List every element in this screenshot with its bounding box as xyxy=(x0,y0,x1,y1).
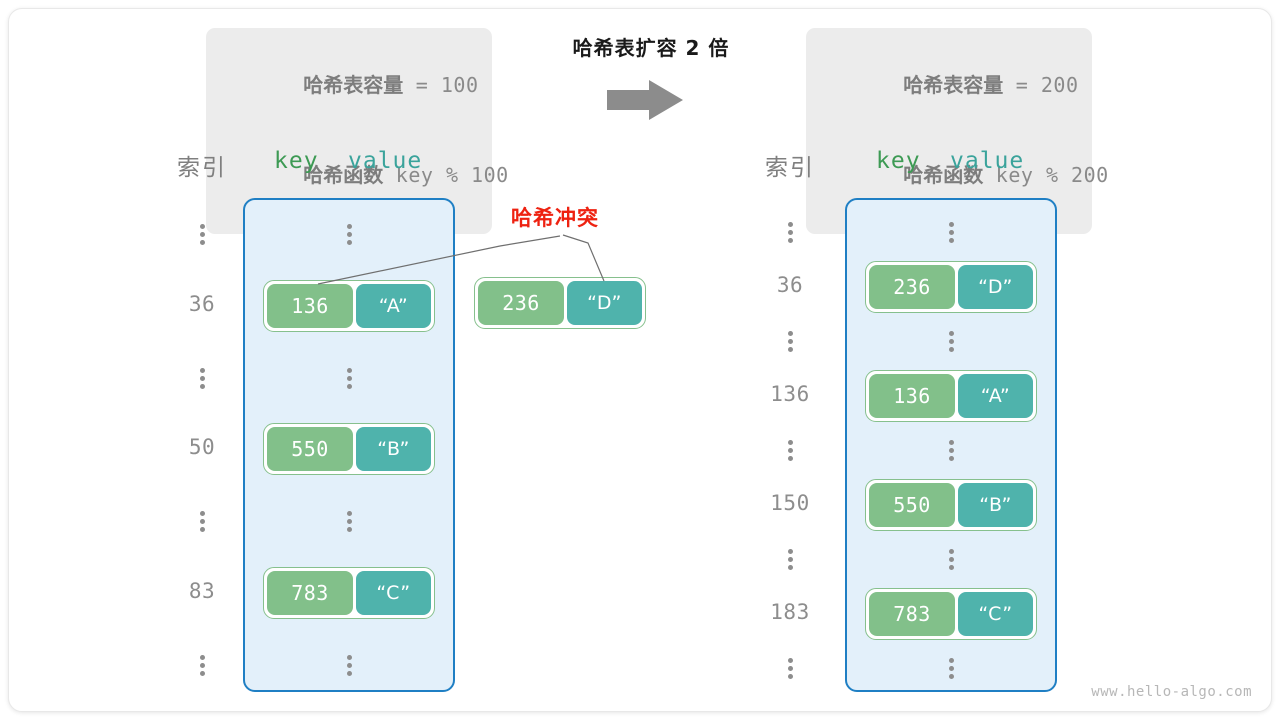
before-index-ellipsis-4 xyxy=(192,508,212,535)
after-entry-783[interactable]: 783“C” xyxy=(865,587,1037,640)
after-bucket-ellipsis-0 xyxy=(941,219,961,246)
before-index-83: 83 xyxy=(188,579,216,603)
arrow-right-icon xyxy=(607,80,683,120)
before-capacity-line: 哈希表容量 = 100 xyxy=(228,40,478,130)
collision-label: 哈希冲突 xyxy=(511,206,599,230)
after-function-line: 哈希函数 key % 200 xyxy=(828,130,1108,220)
before-capacity-value: = 100 xyxy=(403,73,479,97)
entry-key: 236 xyxy=(478,281,564,325)
before-function-line: 哈希函数 key % 100 xyxy=(228,130,508,220)
entry-key: 550 xyxy=(267,427,353,472)
entry-key: 136 xyxy=(869,373,955,418)
after-index-ellipsis-4 xyxy=(780,437,800,464)
before-bucket-ellipsis-6 xyxy=(339,652,359,679)
before-header-index: 索引 xyxy=(177,155,227,181)
after-header-key: key xyxy=(876,148,921,174)
after-index-36: 36 xyxy=(776,272,804,297)
before-index-50: 50 xyxy=(188,435,216,460)
after-entry-550[interactable]: 550“B” xyxy=(865,478,1037,531)
entry-key: 783 xyxy=(267,571,353,615)
entry-value: “C” xyxy=(958,591,1033,636)
after-header-value: value xyxy=(950,148,1025,174)
before-function-label: 哈希函数 xyxy=(303,163,384,187)
after-function-value: key % 200 xyxy=(983,163,1109,187)
colliding-entry[interactable]: 236“D” xyxy=(474,277,646,329)
entry-key: 136 xyxy=(267,283,353,328)
before-bucket-ellipsis-4 xyxy=(339,508,359,535)
after-index-ellipsis-2 xyxy=(780,328,800,355)
after-index-ellipsis-8 xyxy=(780,655,800,682)
after-capacity-line: 哈希表容量 = 200 xyxy=(828,40,1078,130)
after-bucket-ellipsis-4 xyxy=(941,437,961,464)
after-index-136: 136 xyxy=(770,381,810,406)
after-index-ellipsis-6 xyxy=(780,546,800,573)
entry-value: “C” xyxy=(356,571,431,615)
entry-value: “B” xyxy=(958,482,1033,527)
entry-key: 236 xyxy=(869,264,955,309)
before-capacity-label: 哈希表容量 xyxy=(303,73,404,97)
before-index-ellipsis-0 xyxy=(192,221,212,248)
after-function-label: 哈希函数 xyxy=(903,163,984,187)
after-capacity-label: 哈希表容量 xyxy=(903,73,1004,97)
entry-value: “A” xyxy=(356,283,431,328)
before-entry-136[interactable]: 136“A” xyxy=(263,279,435,332)
entry-key: 783 xyxy=(869,591,955,636)
before-index-ellipsis-2 xyxy=(192,365,212,392)
entry-value: “D” xyxy=(567,281,642,325)
resize-caption: 哈希表扩容 2 倍 xyxy=(572,36,730,60)
before-function-value: key % 100 xyxy=(383,163,509,187)
before-header-value: value xyxy=(348,148,423,174)
after-index-150: 150 xyxy=(770,490,810,515)
before-bucket-ellipsis-2 xyxy=(339,365,359,392)
entry-value: “D” xyxy=(958,264,1033,309)
before-index-ellipsis-6 xyxy=(192,652,212,679)
entry-value: “A” xyxy=(958,373,1033,418)
after-bucket-ellipsis-8 xyxy=(941,655,961,682)
after-bucket-ellipsis-6 xyxy=(941,546,961,573)
after-index-ellipsis-0 xyxy=(780,219,800,246)
watermark: www.hello-algo.com xyxy=(1091,684,1252,700)
before-index-36: 36 xyxy=(188,291,216,316)
before-entry-783[interactable]: 783“C” xyxy=(263,567,435,619)
after-header-index: 索引 xyxy=(765,155,815,181)
after-index-183: 183 xyxy=(770,599,810,624)
after-entry-236[interactable]: 236“D” xyxy=(865,260,1037,313)
entry-key: 550 xyxy=(869,482,955,527)
before-bucket-ellipsis-0 xyxy=(339,221,359,248)
before-header-key: key xyxy=(274,148,319,174)
after-bucket-ellipsis-2 xyxy=(941,328,961,355)
after-capacity-value: = 200 xyxy=(1003,73,1079,97)
after-entry-136[interactable]: 136“A” xyxy=(865,369,1037,422)
entry-value: “B” xyxy=(356,427,431,472)
before-entry-550[interactable]: 550“B” xyxy=(263,423,435,476)
